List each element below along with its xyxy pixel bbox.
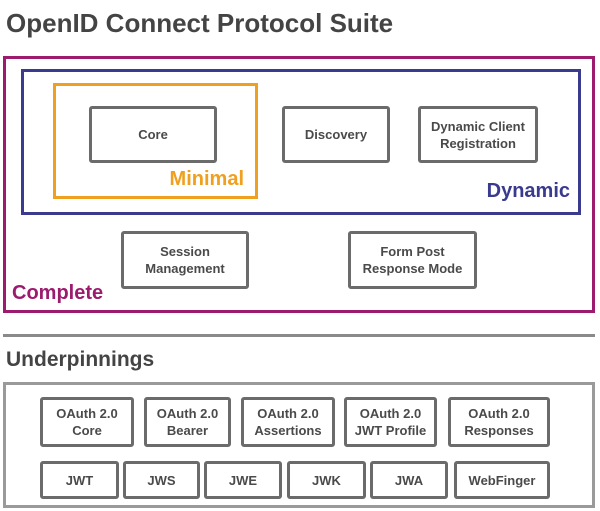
spec-jwt: JWT xyxy=(40,461,119,499)
spec-jwk: JWK xyxy=(287,461,366,499)
spec-jwa: JWA xyxy=(370,461,448,499)
spec-core: Core xyxy=(89,106,217,163)
spec-discovery: Discovery xyxy=(282,106,390,163)
minimal-group-label: Minimal xyxy=(169,168,244,190)
complete-group-label: Complete xyxy=(12,282,104,304)
spec-dynamic-client-registration: Dynamic Client Registration xyxy=(418,106,538,163)
spec-oauth-bearer: OAuth 2.0 Bearer xyxy=(144,397,231,447)
spec-oauth-jwt-profile: OAuth 2.0 JWT Profile xyxy=(344,397,437,447)
spec-form-post-response-mode: Form Post Response Mode xyxy=(348,231,477,289)
spec-jws: JWS xyxy=(123,461,200,499)
dynamic-group-label: Dynamic xyxy=(486,180,570,202)
dynamic-group-frame xyxy=(21,69,581,215)
spec-jwe: JWE xyxy=(204,461,282,499)
spec-session-management: Session Management xyxy=(121,231,249,289)
spec-oauth-assertions: OAuth 2.0 Assertions xyxy=(241,397,335,447)
section-divider xyxy=(3,334,595,337)
underpinnings-title: Underpinnings xyxy=(6,348,155,371)
page-title: OpenID Connect Protocol Suite xyxy=(6,8,394,38)
underpinnings-frame xyxy=(3,382,595,508)
minimal-group-frame xyxy=(53,83,258,199)
complete-group-frame xyxy=(3,56,595,313)
spec-webfinger: WebFinger xyxy=(454,461,550,499)
spec-oauth-responses: OAuth 2.0 Responses xyxy=(448,397,550,447)
spec-oauth-core: OAuth 2.0 Core xyxy=(40,397,134,447)
